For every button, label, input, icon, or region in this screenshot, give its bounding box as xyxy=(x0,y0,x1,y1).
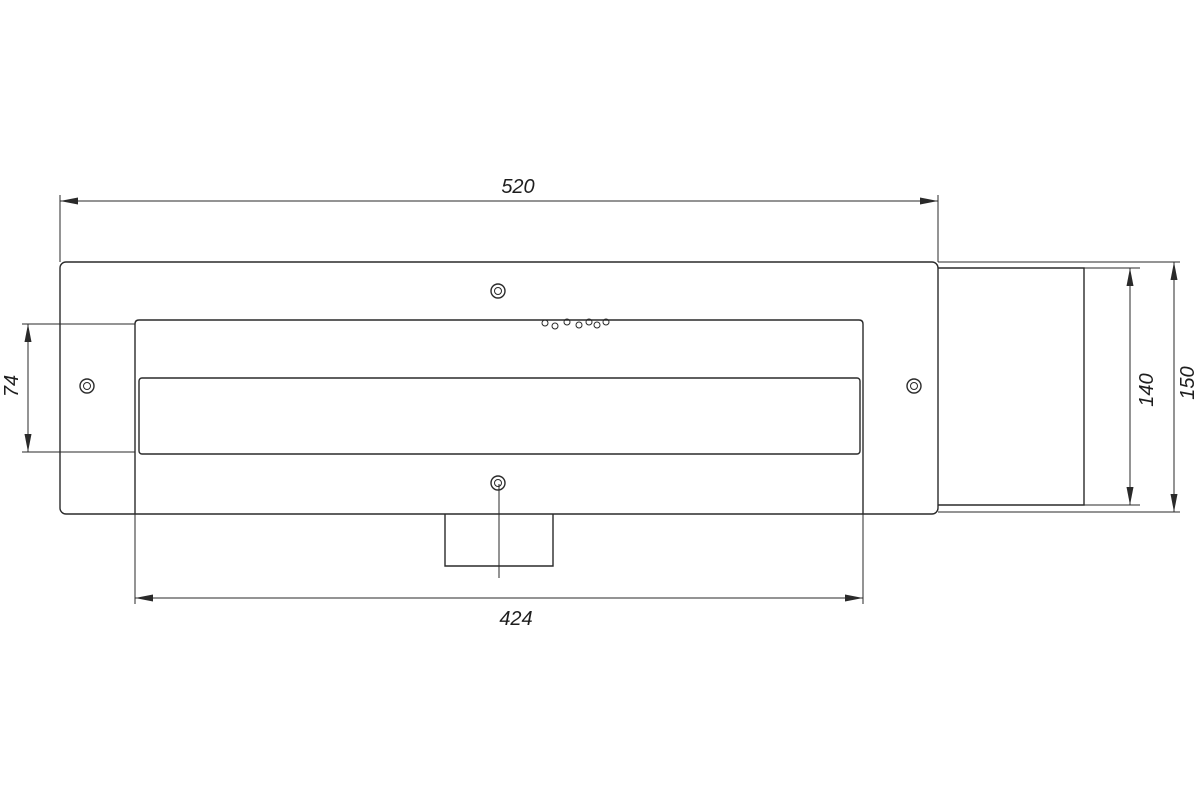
dimension-label-424: 424 xyxy=(499,608,532,630)
side-view xyxy=(938,267,1085,506)
dimension-overall-length: 520 xyxy=(59,176,939,262)
inner-body xyxy=(134,319,864,514)
screw-hole-icon xyxy=(79,378,95,394)
screw-hole-icon xyxy=(490,475,506,491)
dimension-side-overall-height: 150 xyxy=(1170,262,1199,512)
dimension-label-74: 74 xyxy=(1,375,23,397)
dimension-side-inner-height: 140 xyxy=(1126,268,1158,505)
dimension-slot-height: 74 xyxy=(1,323,135,453)
dimension-inner-length: 424 xyxy=(134,514,864,630)
vent-holes-icon xyxy=(541,318,610,330)
screw-hole-icon xyxy=(490,283,506,299)
dimension-label-140: 140 xyxy=(1136,373,1158,406)
screw-hole-icon xyxy=(906,378,922,394)
dimension-label-150: 150 xyxy=(1177,366,1199,399)
dimension-label-520: 520 xyxy=(501,176,534,198)
front-slot xyxy=(138,377,861,455)
